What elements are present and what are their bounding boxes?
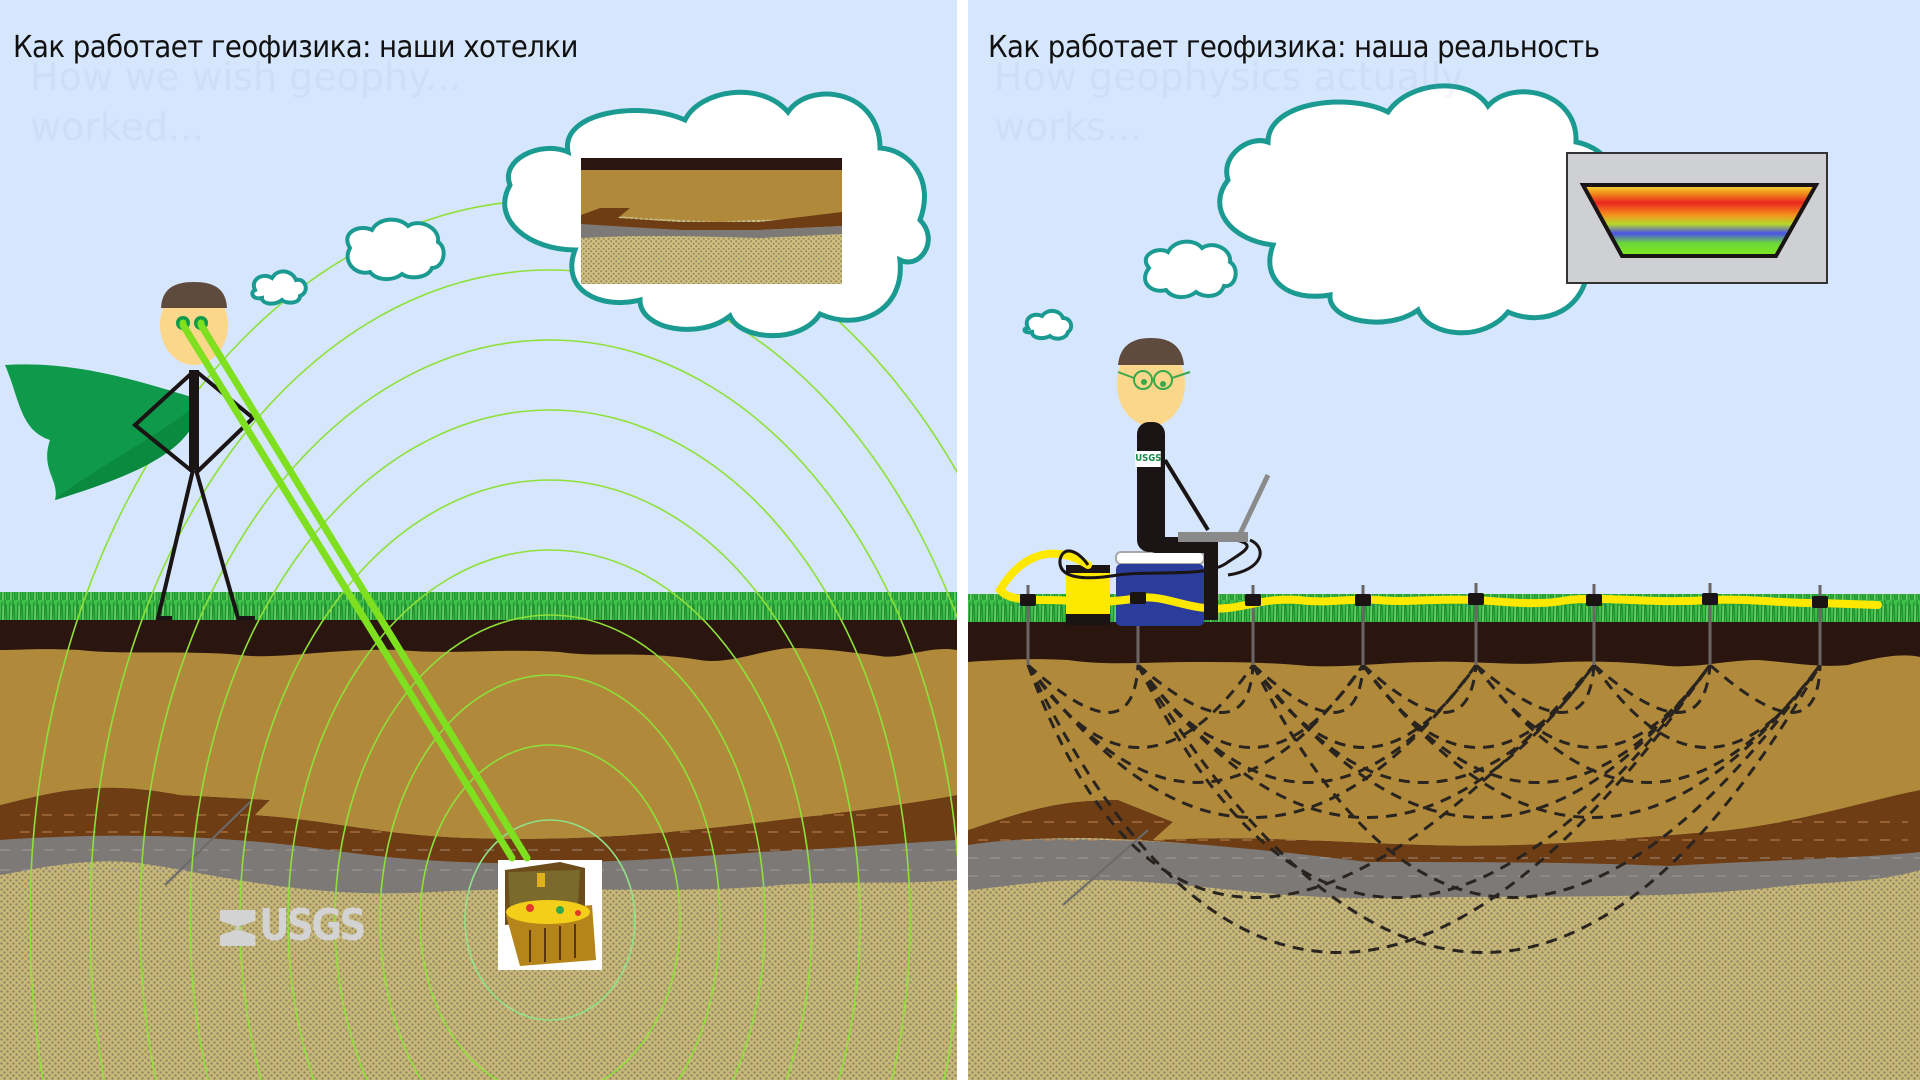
thought-bubble-small	[250, 269, 308, 306]
wish-scene-illustration	[0, 0, 957, 1080]
panel-reality: Как работает геофизика: наша реальность …	[968, 0, 1920, 1080]
ghost-caption-line-1: How geophysics actually	[994, 55, 1464, 99]
usgs-logo-text: USGS	[259, 900, 366, 951]
ghost-caption-line-2: worked...	[30, 105, 205, 149]
thought-bubble-medium	[1143, 239, 1238, 299]
panel-wish: Как работает геофизика: наши хотелки How…	[0, 0, 957, 1080]
ghost-caption-reality: How geophysics actually works...	[994, 52, 1464, 152]
ideal-cross-section-thumbnail	[581, 158, 842, 284]
treasure-chest-icon	[498, 860, 602, 970]
panel-title-reality: Как работает геофизика: наша реальность	[988, 30, 1600, 65]
usgs-shirt-badge: USGS	[1135, 451, 1161, 467]
resistivity-tomogram	[1566, 152, 1828, 284]
thought-bubble-large	[1217, 83, 1625, 336]
panel-title-wish: Как работает геофизика: наши хотелки	[13, 30, 578, 65]
cooler	[1115, 551, 1205, 626]
instrument-box	[1066, 565, 1110, 625]
panel-divider	[957, 0, 968, 1080]
superhero-figure	[5, 282, 257, 620]
thought-bubble-small	[1022, 309, 1074, 341]
usgs-logo: USGS	[220, 900, 366, 951]
thought-bubble-large	[502, 89, 931, 339]
ghost-caption-wish: How we wish geophy... worked...	[30, 52, 461, 152]
usgs-wave-icon	[220, 910, 256, 946]
scientist-figure	[1117, 338, 1271, 620]
reality-scene-illustration	[968, 0, 1920, 1080]
laser-beams	[179, 321, 531, 862]
thought-bubble-medium	[345, 217, 446, 281]
ghost-caption-line-1: How we wish geophy...	[30, 55, 462, 99]
current-flow-paths	[1026, 663, 1822, 954]
ghost-caption-line-2: works...	[994, 105, 1142, 149]
